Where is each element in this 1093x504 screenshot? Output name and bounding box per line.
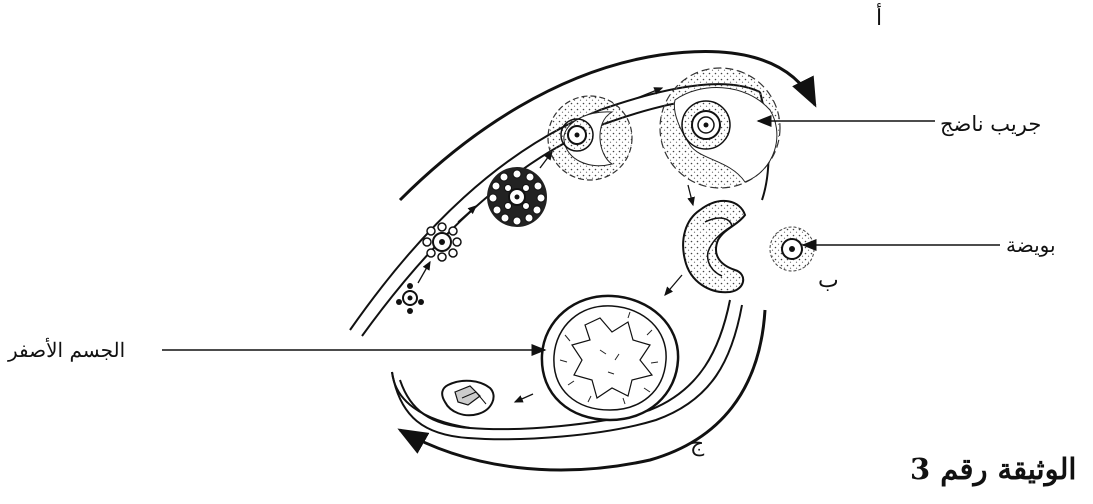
secondary-follicle — [487, 167, 547, 227]
label-corpus-luteum: الجسم الأصفر — [8, 338, 125, 362]
arrow-stage-5 — [688, 185, 693, 205]
corpus-luteum — [542, 296, 678, 420]
arrow-stage-2 — [458, 206, 476, 222]
released-ovule — [770, 227, 814, 271]
arrow-stage-7 — [515, 394, 533, 402]
ruptured-follicle — [683, 201, 745, 292]
arrow-stage-6 — [665, 275, 682, 295]
mature-follicle — [660, 68, 780, 188]
arrow-stage-1 — [418, 262, 430, 283]
corpus-albicans — [442, 381, 493, 416]
label-letter-b: ب — [818, 268, 839, 293]
primary-follicle — [423, 223, 461, 261]
label-letter-c: ج — [690, 432, 704, 457]
label-mature-follicle: جريب ناضج — [940, 112, 1041, 136]
label-ovule: بويضة — [1006, 233, 1056, 257]
antral-follicle — [548, 96, 632, 180]
label-letter-a: أ — [876, 6, 882, 31]
document-title: الوثيقة رقم 3 — [910, 452, 1076, 486]
